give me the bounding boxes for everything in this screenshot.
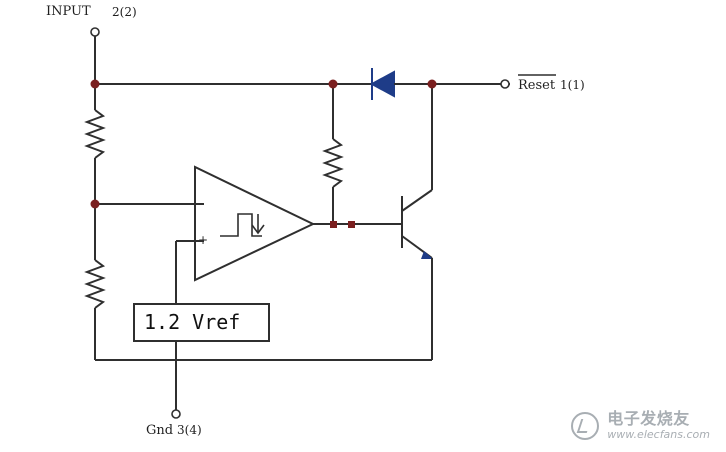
gnd-terminal	[171, 409, 181, 419]
input-terminal	[90, 27, 100, 37]
junction-output-left	[330, 221, 337, 228]
watermark-url: www.elecfans.com	[607, 428, 710, 441]
watermark-text: 电子发烧友 www.elecfans.com	[607, 409, 710, 441]
transistor-emitter-arrow-icon	[421, 251, 433, 259]
diode-triangle	[369, 70, 395, 98]
upper-divider-resistor	[84, 109, 106, 159]
junction-pullup-top	[328, 79, 338, 89]
input-label: INPUT	[46, 4, 91, 19]
reset-label: Reset	[518, 78, 556, 93]
elecfans-logo-icon	[571, 411, 600, 440]
junction-divider-midpoint	[90, 199, 100, 209]
vref-block	[133, 303, 270, 342]
junction-output-right	[348, 221, 355, 228]
pullup-resistor	[322, 138, 344, 188]
junction-input-top	[90, 79, 100, 89]
reset-pin-label: 1(1)	[560, 78, 585, 92]
input-pin-label: 2(2)	[112, 5, 137, 19]
watermark-title: 电子发烧友	[607, 409, 690, 428]
transistor-collector	[401, 189, 433, 212]
gnd-pin-label: 3(4)	[177, 423, 202, 437]
gnd-label: Gnd	[146, 423, 173, 438]
comparator-triangle	[194, 165, 316, 282]
comparator-arrow-head	[251, 224, 265, 235]
junction-collector-top	[427, 79, 437, 89]
vref-label: 1.2 Vref	[144, 310, 240, 334]
comparator-hysteresis-icon	[220, 213, 262, 237]
lower-divider-resistor	[84, 259, 106, 309]
watermark: 电子发烧友 www.elecfans.com	[571, 411, 710, 440]
reset-terminal	[500, 79, 510, 89]
